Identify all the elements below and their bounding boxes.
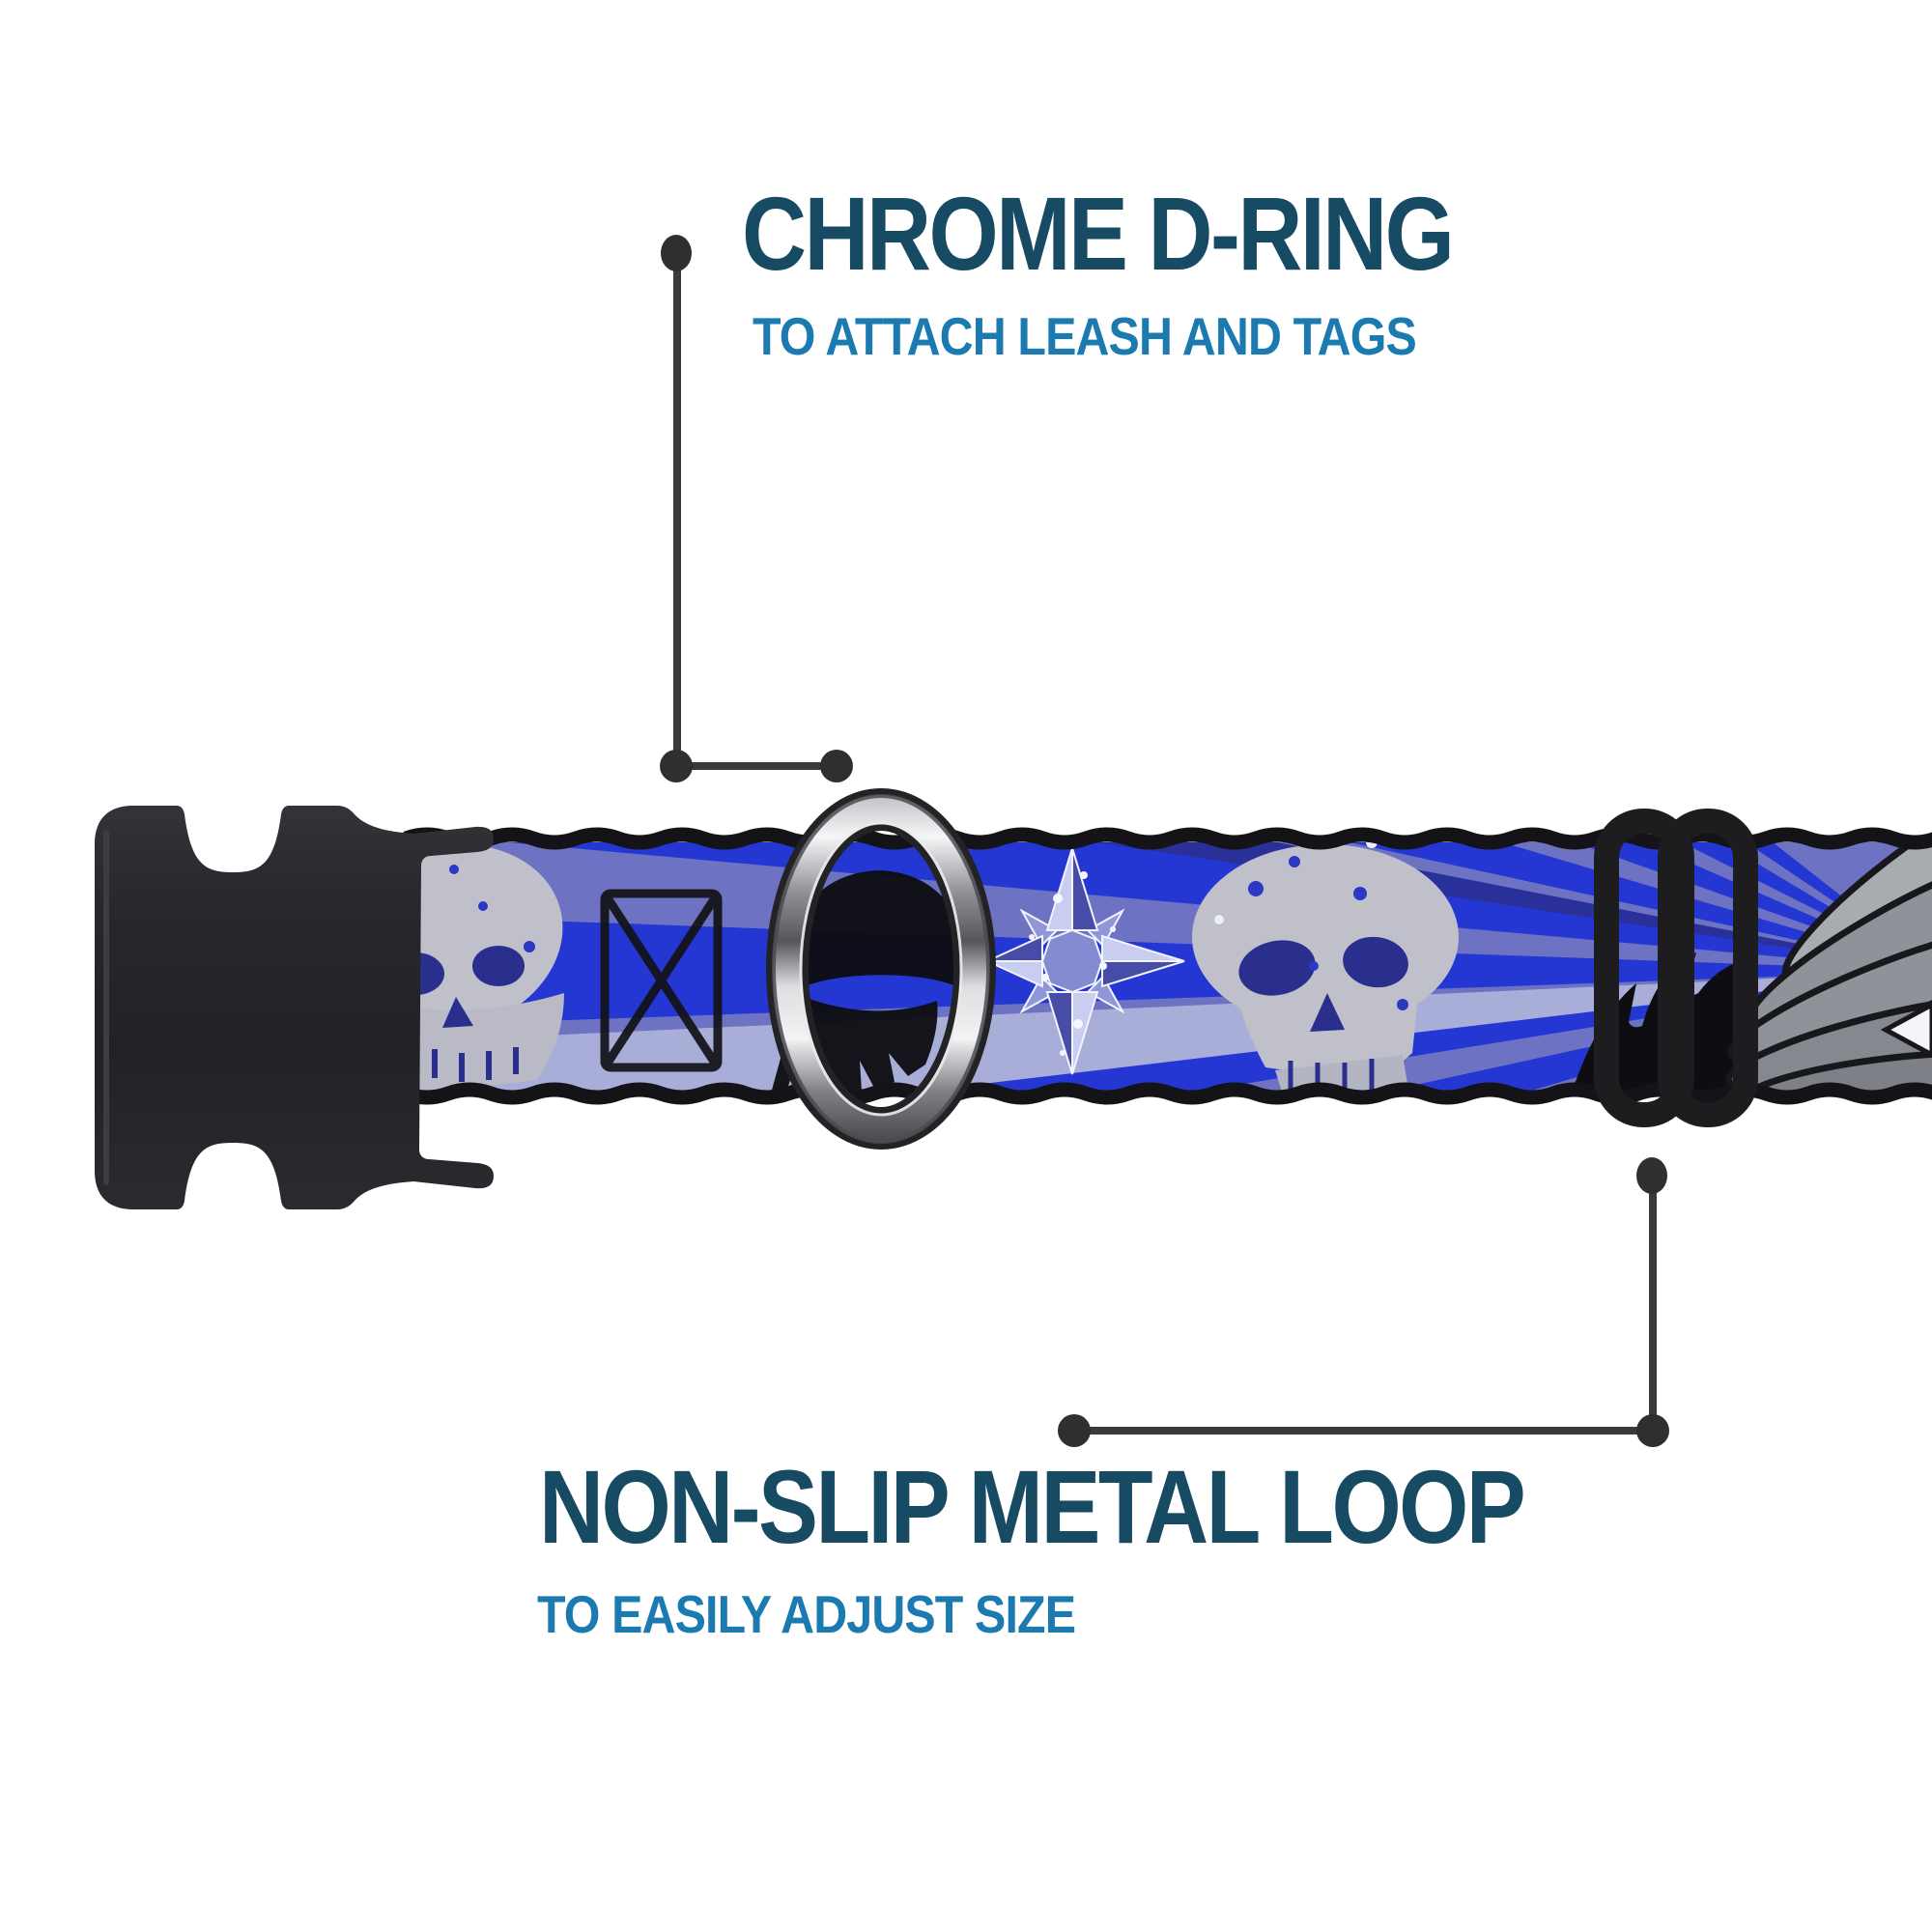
slide-adjuster <box>1594 809 1758 1127</box>
callout-top-title: CHROME D-RING <box>742 175 1455 292</box>
right-skull-graphic <box>1192 842 1459 1092</box>
callout-line-bottom <box>1058 1157 1669 1447</box>
star-graphic <box>986 847 1185 1075</box>
stitch-box <box>600 889 723 1072</box>
left-skull-graphic <box>406 844 564 1092</box>
callout-top-subtitle: TO ATTACH LEASH AND TAGS <box>753 306 1417 366</box>
plastic-buckle <box>95 806 494 1209</box>
leader-dot <box>820 750 853 782</box>
callout-line-top <box>660 235 853 782</box>
wing-emblem <box>1725 842 1932 1092</box>
navy-ray <box>1097 842 1932 971</box>
callout-bottom-title: NON-SLIP METAL LOOP <box>539 1448 1526 1565</box>
leader-dot <box>1636 1157 1667 1194</box>
webbing-top-edge <box>403 827 1932 850</box>
leader-dot <box>660 750 693 782</box>
chrome-d-ring <box>766 788 996 1150</box>
leader-dot <box>1058 1414 1091 1447</box>
leader-dot <box>1636 1414 1669 1447</box>
leader-dot <box>661 235 692 271</box>
webbing-bottom-edge <box>403 1082 1932 1105</box>
callout-bottom-subtitle: TO EASILY ADJUST SIZE <box>537 1584 1076 1644</box>
